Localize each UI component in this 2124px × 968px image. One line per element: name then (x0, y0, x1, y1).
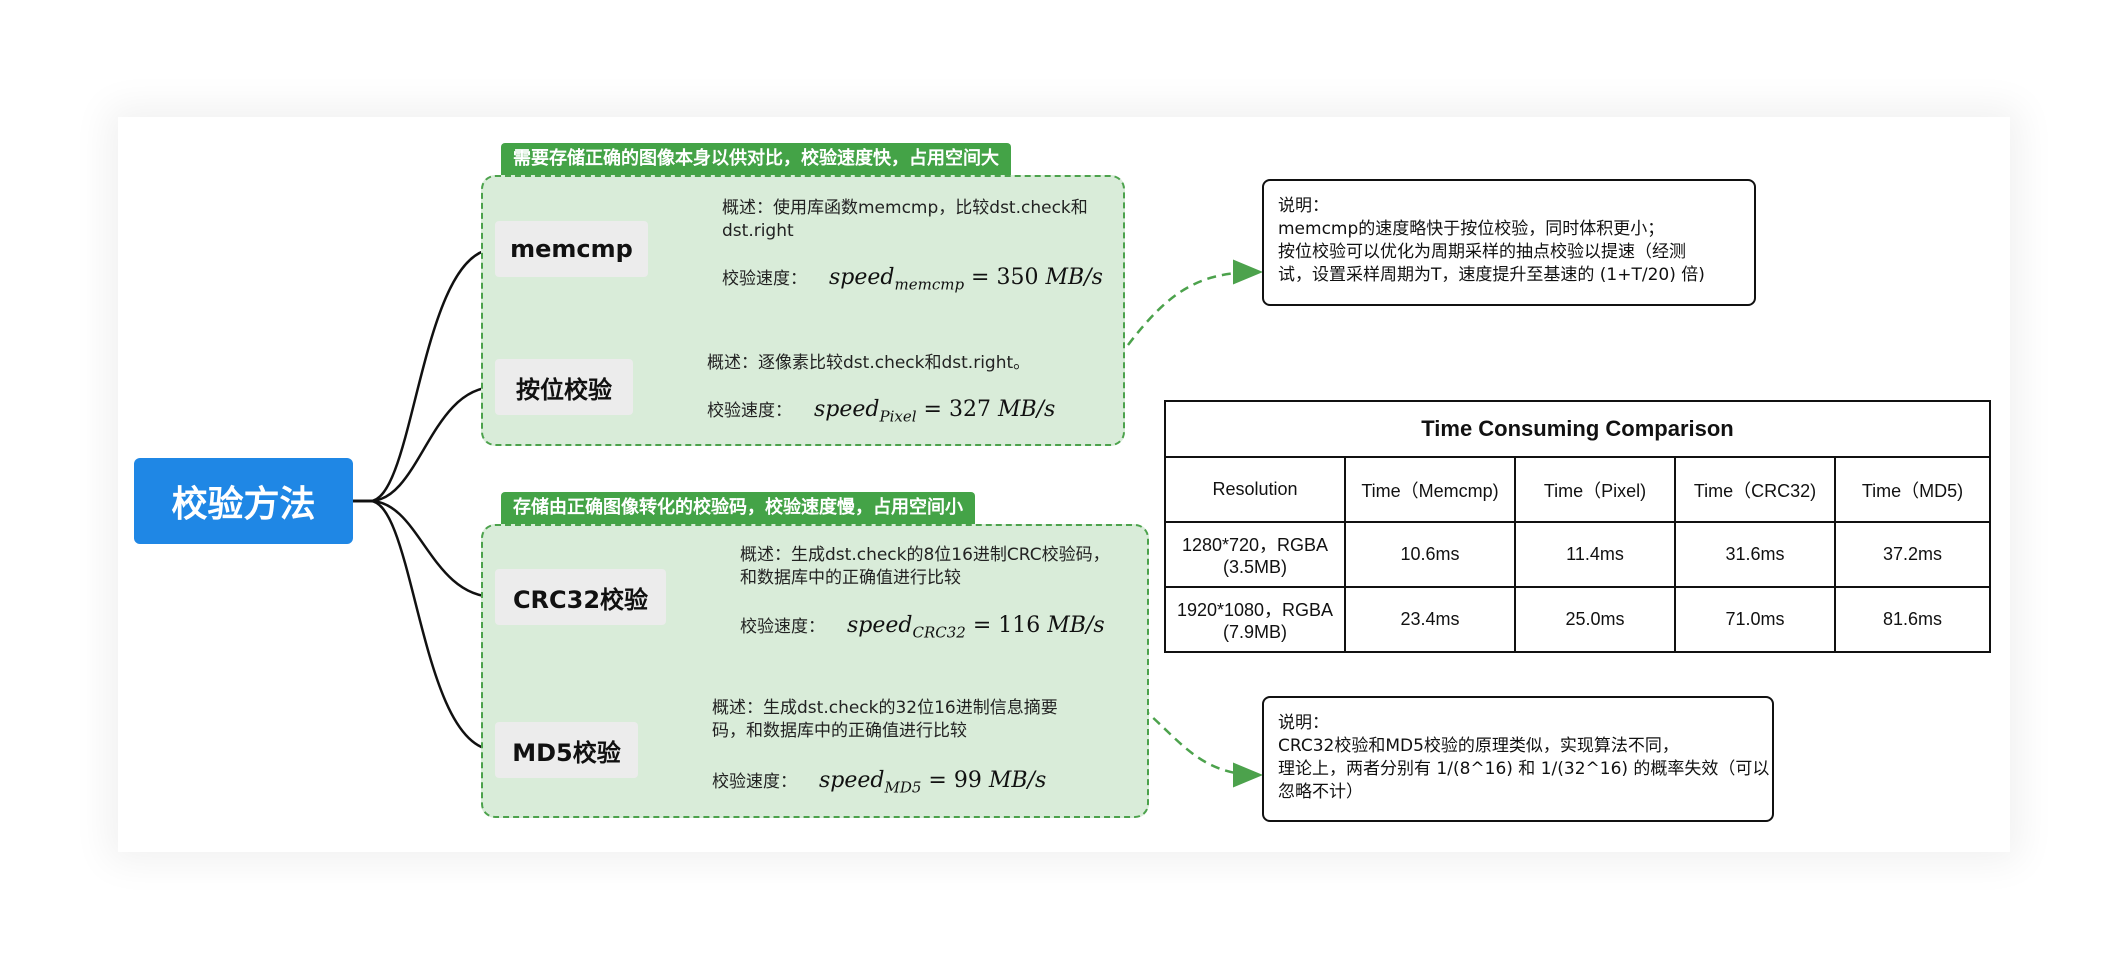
cell-crc32: 31.6ms (1674, 521, 1836, 588)
note-memcmp-vs-pixel: 说明： memcmp的速度略快于按位校验，同时体积更小； 按位校验可以优化为周期… (1262, 179, 1756, 306)
cell-crc32: 71.0ms (1674, 586, 1836, 653)
md5-speed-formula: speedMD5 = 99 MB/s (819, 768, 1047, 797)
method-node-md5[interactable]: MD5校验 (495, 722, 638, 778)
cell-md5: 37.2ms (1834, 521, 1991, 588)
header-resolution: Resolution (1164, 456, 1346, 523)
pixel-description: 概述：逐像素比较dst.check和dst.right。 (707, 353, 1031, 373)
crc32-speed-formula: speedCRC32 = 116 MB/s (847, 613, 1105, 642)
md5-description: 概述：生成dst.check的32位16进制信息摘要 码，和数据库中的正确值进行… (712, 698, 1058, 741)
cell-resolution: 1280*720，RGBA (3.5MB) (1164, 521, 1346, 588)
header-md5: Time（MD5) (1834, 456, 1991, 523)
cell-resolution: 1920*1080，RGBA (7.9MB) (1164, 586, 1346, 653)
method-node-crc32[interactable]: CRC32校验 (495, 569, 666, 625)
time-comparison-table: Time Consuming Comparison Resolution Tim… (1164, 400, 1991, 653)
pixel-speed: 校验速度： speedPixel = 327 MB/s (707, 397, 1056, 426)
table-row: 1280*720，RGBA (3.5MB) 10.6ms 11.4ms 31.6… (1164, 521, 1991, 588)
cell-md5: 81.6ms (1834, 586, 1991, 653)
cell-memcmp: 23.4ms (1344, 586, 1516, 653)
header-pixel: Time（Pixel) (1514, 456, 1676, 523)
note-crc32-vs-md5: 说明： CRC32校验和MD5校验的原理类似，实现算法不同， 理论上，两者分别有… (1262, 696, 1774, 822)
crc32-speed: 校验速度： speedCRC32 = 116 MB/s (740, 613, 1105, 642)
header-crc32: Time（CRC32) (1674, 456, 1836, 523)
group-label-checksum: 存储由正确图像转化的校验码，校验速度慢，占用空间小 (501, 492, 975, 524)
header-memcmp: Time（Memcmp) (1344, 456, 1516, 523)
memcmp-speed-formula: speedmemcmp = 350 MB/s (829, 265, 1103, 294)
group-label-full-image: 需要存储正确的图像本身以供对比，校验速度快，占用空间大 (501, 143, 1011, 175)
root-node[interactable]: 校验方法 (134, 458, 353, 544)
cell-pixel: 25.0ms (1514, 586, 1676, 653)
method-node-memcmp[interactable]: memcmp (495, 221, 648, 277)
method-node-pixel[interactable]: 按位校验 (495, 359, 633, 415)
md5-speed: 校验速度： speedMD5 = 99 MB/s (712, 768, 1047, 797)
memcmp-speed: 校验速度： speedmemcmp = 350 MB/s (722, 265, 1103, 294)
pixel-speed-formula: speedPixel = 327 MB/s (814, 397, 1056, 426)
memcmp-description: 概述：使用库函数memcmp，比较dst.check和 dst.right (722, 198, 1088, 241)
table-title: Time Consuming Comparison (1164, 400, 1991, 458)
table-row: 1920*1080，RGBA (7.9MB) 23.4ms 25.0ms 71.… (1164, 586, 1991, 653)
cell-pixel: 11.4ms (1514, 521, 1676, 588)
cell-memcmp: 10.6ms (1344, 521, 1516, 588)
crc32-description: 概述：生成dst.check的8位16进制CRC校验码， 和数据库中的正确值进行… (740, 545, 1110, 588)
table-header-row: Resolution Time（Memcmp) Time（Pixel) Time… (1164, 456, 1991, 523)
